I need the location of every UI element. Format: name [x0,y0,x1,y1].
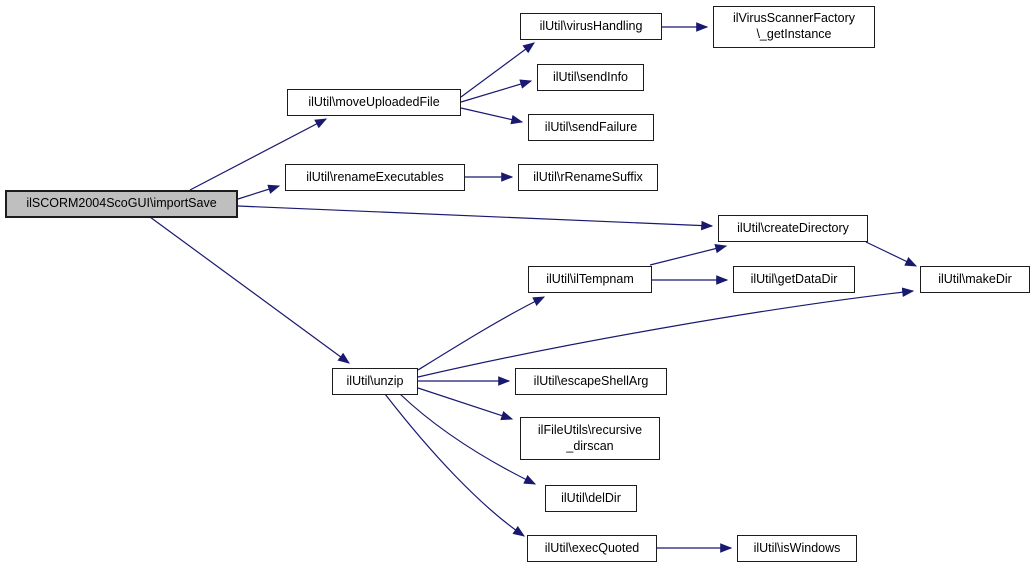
edge-unzip-makedir [417,287,915,378]
node-virusscannerfactory[interactable]: ilVirusScannerFactory \_getInstance [713,6,875,48]
node-createdirectory-label: ilUtil\createDirectory [737,220,849,235]
node-iltempnam[interactable]: ilUtil\ilTempnam [528,266,652,293]
node-escapeshellarg[interactable]: ilUtil\escapeShellArg [515,368,667,395]
edge-createdirectory-makedir [865,241,918,267]
node-recursivedirscan[interactable]: ilFileUtils\recursive _dirscan [520,417,660,460]
edge-unzip-iltempnam [417,296,546,371]
node-deldir[interactable]: ilUtil\delDir [545,485,637,512]
node-sendinfo-label: ilUtil\sendInfo [552,69,629,84]
edge-importsave-moveuploadedfile [189,118,328,191]
node-iswindows-label: ilUtil\isWindows [753,540,841,555]
node-virushandling[interactable]: ilUtil\virusHandling [520,13,662,40]
edge-moveuploadedfile-sendfailure [460,107,524,125]
edge-moveuploadedfile-virushandling [460,42,535,98]
node-getdatadir[interactable]: ilUtil\getDataDir [733,266,855,293]
node-importsave-label: ilSCORM2004ScoGUI\importSave [26,196,217,211]
node-getdatadir-label: ilUtil\getDataDir [750,271,838,286]
node-virushandling-label: ilUtil\virusHandling [539,18,643,33]
node-makedir-label: ilUtil\makeDir [938,271,1012,286]
edge-importsave-createdirectory [237,205,714,231]
node-sendinfo[interactable]: ilUtil\sendInfo [537,64,644,91]
edge-moveuploadedfile-sendinfo [460,79,533,103]
edge-unzip-deldir [399,393,537,485]
node-moveuploadedfile-label: ilUtil\moveUploadedFile [308,94,440,109]
node-deldir-label: ilUtil\delDir [561,490,621,505]
node-importsave: ilSCORM2004ScoGUI\importSave [5,190,238,218]
node-sendfailure[interactable]: ilUtil\sendFailure [528,114,654,141]
node-execquoted[interactable]: ilUtil\execQuoted [527,535,657,562]
node-makedir[interactable]: ilUtil\makeDir [920,266,1030,293]
edge-unzip-recursivedirscan [417,387,514,421]
node-execquoted-label: ilUtil\execQuoted [544,540,640,555]
node-iswindows[interactable]: ilUtil\isWindows [737,535,857,562]
node-rrenamesuffix[interactable]: ilUtil\rRenameSuffix [518,164,658,191]
node-renameexecutables[interactable]: ilUtil\renameExecutables [285,164,465,191]
node-renameexecutables-label: ilUtil\renameExecutables [306,169,444,184]
node-moveuploadedfile[interactable]: ilUtil\moveUploadedFile [287,89,461,116]
edge-importsave-renameexecutables [237,184,281,200]
node-unzip-label: ilUtil\unzip [346,373,404,388]
node-createdirectory[interactable]: ilUtil\createDirectory [718,215,868,242]
node-sendfailure-label: ilUtil\sendFailure [544,119,638,134]
edge-unzip-execquoted [384,393,525,537]
node-escapeshellarg-label: ilUtil\escapeShellArg [533,373,649,388]
node-virusscannerfactory-label: ilVirusScannerFactory \_getInstance [732,11,856,41]
node-rrenamesuffix-label: ilUtil\rRenameSuffix [533,169,643,184]
node-recursivedirscan-label: ilFileUtils\recursive _dirscan [537,422,643,453]
edge-importsave-unzip [149,216,350,364]
node-iltempnam-label: ilUtil\ilTempnam [546,271,634,286]
node-unzip[interactable]: ilUtil\unzip [332,368,418,395]
edge-iltempnam-createdirectory [649,243,728,266]
